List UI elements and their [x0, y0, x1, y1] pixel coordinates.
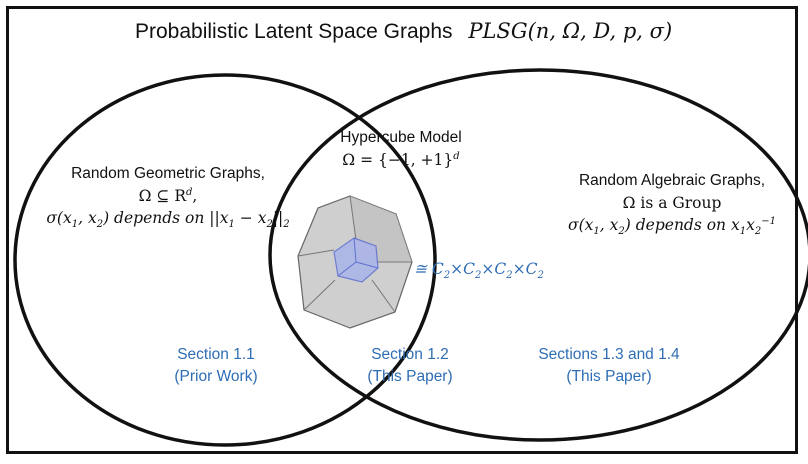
inner-cube-edge [353, 237, 357, 263]
cube-edge [371, 279, 396, 313]
center-set-label: Hypercube Model Ω = {−1, +1}d [340, 127, 461, 171]
left-set-domain: Ω ⊆ Rd, [138, 186, 198, 205]
right-set-domain: Ω is a Group [622, 194, 722, 212]
right-set-kernel: σ(x1, x2) depends on x1x2−1 [568, 215, 776, 238]
right-set-name: Random Algebraic Graphs, [578, 172, 766, 189]
center-section-note: (This Paper) [367, 368, 453, 385]
diagram-title: Probabilistic Latent Space Graphs PLSG(n… [135, 19, 672, 44]
inner-cube-edge [355, 261, 379, 269]
title-prefix: Probabilistic Latent Space Graphs [135, 20, 453, 43]
cube-edge [297, 249, 335, 257]
left-section-note: (Prior Work) [174, 368, 258, 385]
left-set-kernel: σ(x1, x2) depends on ||x1 − x2||2 [46, 209, 290, 231]
left-ellipse [13, 73, 437, 447]
isomorphism-label: ≅ C2×C2×C2×C2 [414, 260, 544, 282]
left-section-label: Section 1.1 (Prior Work) [174, 344, 257, 388]
title-notation: PLSG(n, Ω, D, p, σ) [468, 19, 673, 43]
left-set-label: Random Geometric Graphs, Ω ⊆ Rd, σ(x1, x… [46, 163, 290, 231]
right-section-note: (This Paper) [566, 368, 652, 385]
center-set-name: Hypercube Model [340, 129, 462, 146]
center-section-label: Section 1.2 (This Paper) [367, 344, 452, 388]
cube-edge [349, 195, 357, 241]
right-set-label: Random Algebraic Graphs, Ω is a Group σ(… [568, 170, 776, 238]
right-ellipse [268, 68, 808, 442]
left-set-name: Random Geometric Graphs, [71, 165, 265, 182]
hypercube-image [297, 195, 413, 329]
inner-cube-edge [337, 261, 357, 277]
right-section-label: Sections 1.3 and 1.4 (This Paper) [538, 344, 679, 388]
diagram-frame [6, 6, 798, 454]
left-section: Section 1.1 [177, 346, 255, 363]
center-set-domain: Ω = {−1, +1}d [342, 150, 460, 169]
right-section: Sections 1.3 and 1.4 [538, 346, 680, 363]
center-section: Section 1.2 [371, 346, 449, 363]
cube-edge [303, 279, 336, 311]
